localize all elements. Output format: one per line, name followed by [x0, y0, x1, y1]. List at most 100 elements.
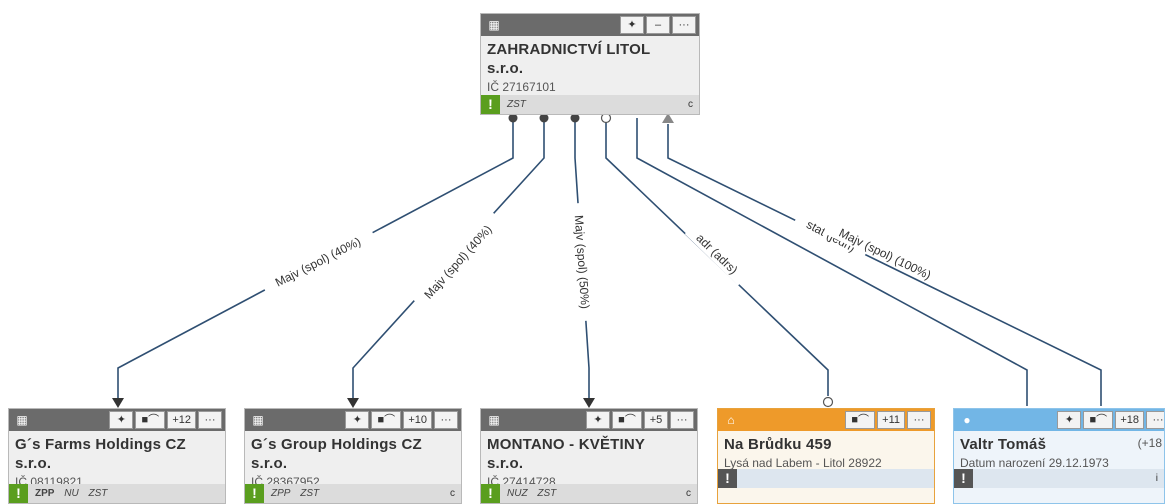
pin-icon: ✦ [352, 414, 362, 426]
node-header: ▦ ✦ – ··· [481, 14, 699, 36]
warning-icon[interactable]: ! [245, 484, 264, 503]
edge-label: adr (adrs) [693, 231, 740, 277]
pin-icon: ✦ [1064, 414, 1074, 426]
node-address[interactable]: ⌂ ■⌒ +11 ··· Na Brůdku 459 Lysá nad Labe… [717, 408, 935, 504]
pin-button[interactable]: ✦ [109, 411, 134, 429]
pin-icon: ✦ [116, 414, 126, 426]
node-name: Na Brůdku 459 [724, 436, 832, 453]
expand-count-button[interactable]: +11 [877, 411, 905, 429]
warning-icon[interactable]: ! [718, 469, 737, 488]
expand-count-button[interactable]: +18 [1115, 411, 1144, 429]
node-company[interactable]: ▦ ✦ ■⌒ +5 ··· MONTANO - KVĚTINY s.r.o. I… [480, 408, 698, 504]
node-subtitle: Lysá nad Labem - Litol 28922 [724, 456, 882, 470]
edge-line [636, 118, 1028, 406]
node-footer: ! ZST c [481, 95, 699, 114]
node-name-suffix: s.r.o. [251, 455, 288, 472]
unlock-icon: ■⌒ [1089, 414, 1108, 426]
node-tag: ZPP [35, 488, 55, 499]
edge-source-dot [539, 113, 549, 123]
unlock-icon: ■⌒ [851, 414, 869, 426]
warning-icon[interactable]: ! [481, 484, 500, 503]
node-name: G´s Farms Holdings CZ [15, 436, 186, 453]
unlock-icon: ■⌒ [141, 414, 160, 426]
building-icon: ▦ [252, 413, 264, 427]
unlock-button[interactable]: ■⌒ [1083, 411, 1114, 429]
edge-target-ring [822, 396, 834, 408]
node-tag: ZST [507, 99, 526, 110]
warning-icon[interactable]: ! [954, 469, 973, 488]
node-tag: NUZ [507, 488, 528, 499]
node-tag: ZST [88, 488, 108, 499]
pin-icon: ✦ [593, 414, 603, 426]
unlock-icon: ■⌒ [618, 414, 636, 426]
building-icon: ▦ [488, 18, 500, 32]
node-name: G´s Group Holdings CZ [251, 436, 422, 453]
edge-source-dot [508, 113, 518, 123]
unlock-button[interactable]: ■⌒ [371, 411, 402, 429]
unlock-icon: ■⌒ [377, 414, 396, 426]
more-button[interactable]: ··· [907, 411, 931, 429]
pin-button[interactable]: ✦ [586, 411, 610, 429]
more-button[interactable]: ··· [672, 16, 696, 34]
expand-count-button[interactable]: +10 [403, 411, 432, 429]
node-name-suffix: s.r.o. [487, 60, 524, 77]
node-header: ● ✦ ■⌒ +18 ··· [954, 409, 1164, 431]
building-icon: ▦ [488, 413, 500, 427]
unlock-button[interactable]: ■⌒ [135, 411, 166, 429]
collapse-button[interactable]: – [646, 16, 670, 34]
node-header: ▦ ✦ ■⌒ +10 ··· [245, 409, 461, 431]
node-tag: ZST [300, 488, 320, 499]
more-button[interactable]: ··· [1146, 411, 1164, 429]
node-corner-mark: i [1155, 473, 1158, 484]
node-corner-mark: c [686, 488, 691, 499]
node-extra-count: (+18 [1137, 436, 1162, 450]
node-name-suffix: s.r.o. [15, 455, 52, 472]
edge-source-dot [570, 113, 580, 123]
pin-button[interactable]: ✦ [345, 411, 370, 429]
arrowhead [112, 398, 124, 408]
more-button[interactable]: ··· [434, 411, 458, 429]
home-icon: ⌂ [727, 413, 735, 427]
node-footer: ! ZPP ZST c [245, 484, 461, 503]
edge-line [667, 124, 1102, 406]
node-header: ▦ ✦ ■⌒ +5 ··· [481, 409, 697, 431]
expand-count-button[interactable]: +12 [167, 411, 196, 429]
node-name-suffix: s.r.o. [487, 455, 524, 472]
node-footer: ! ZPP NU ZST [9, 484, 225, 503]
edge-label: Majv (spol) (40%) [273, 234, 363, 289]
pin-button[interactable]: ✦ [1057, 411, 1082, 429]
node-root[interactable]: ▦ ✦ – ··· ZAHRADNICTVÍ LITOL s.r.o. IČ 2… [480, 13, 700, 115]
more-button[interactable]: ··· [198, 411, 222, 429]
node-name: ZAHRADNICTVÍ LITOL [487, 41, 651, 58]
node-header: ▦ ✦ ■⌒ +12 ··· [9, 409, 225, 431]
node-tag: ZPP [271, 488, 291, 499]
edge-line [352, 118, 545, 398]
node-tag: ZST [537, 488, 557, 499]
more-button[interactable]: ··· [670, 411, 694, 429]
node-header: ⌂ ■⌒ +11 ··· [718, 409, 934, 431]
node-name: Valtr Tomáš [960, 436, 1047, 453]
node-person[interactable]: ● ✦ ■⌒ +18 ··· (+18 Valtr Tomáš Datum na… [953, 408, 1165, 504]
unlock-button[interactable]: ■⌒ [845, 411, 876, 429]
warning-icon[interactable]: ! [9, 484, 28, 503]
edge-source-triangle [662, 113, 674, 123]
node-tag: NU [64, 488, 79, 499]
pin-icon: ✦ [627, 19, 637, 31]
node-footer: ! NUZ ZST c [481, 484, 697, 503]
node-ico: IČ 27167101 [487, 80, 556, 94]
node-name: MONTANO - KVĚTINY [487, 436, 646, 453]
building-icon: ▦ [16, 413, 28, 427]
warning-icon[interactable]: ! [481, 95, 500, 114]
arrowhead [347, 398, 359, 408]
node-company[interactable]: ▦ ✦ ■⌒ +12 ··· G´s Farms Holdings CZ s.r… [8, 408, 226, 504]
node-corner-mark: c [450, 488, 455, 499]
edge-label: Majv (spol) (40%) [421, 222, 494, 301]
expand-count-button[interactable]: +5 [644, 411, 668, 429]
arrowhead [583, 398, 595, 408]
node-company[interactable]: ▦ ✦ ■⌒ +10 ··· G´s Group Holdings CZ s.r… [244, 408, 462, 504]
person-icon: ● [963, 413, 971, 427]
unlock-button[interactable]: ■⌒ [612, 411, 642, 429]
pin-button[interactable]: ✦ [620, 16, 644, 34]
node-subtitle: Datum narození 29.12.1973 [960, 456, 1109, 470]
